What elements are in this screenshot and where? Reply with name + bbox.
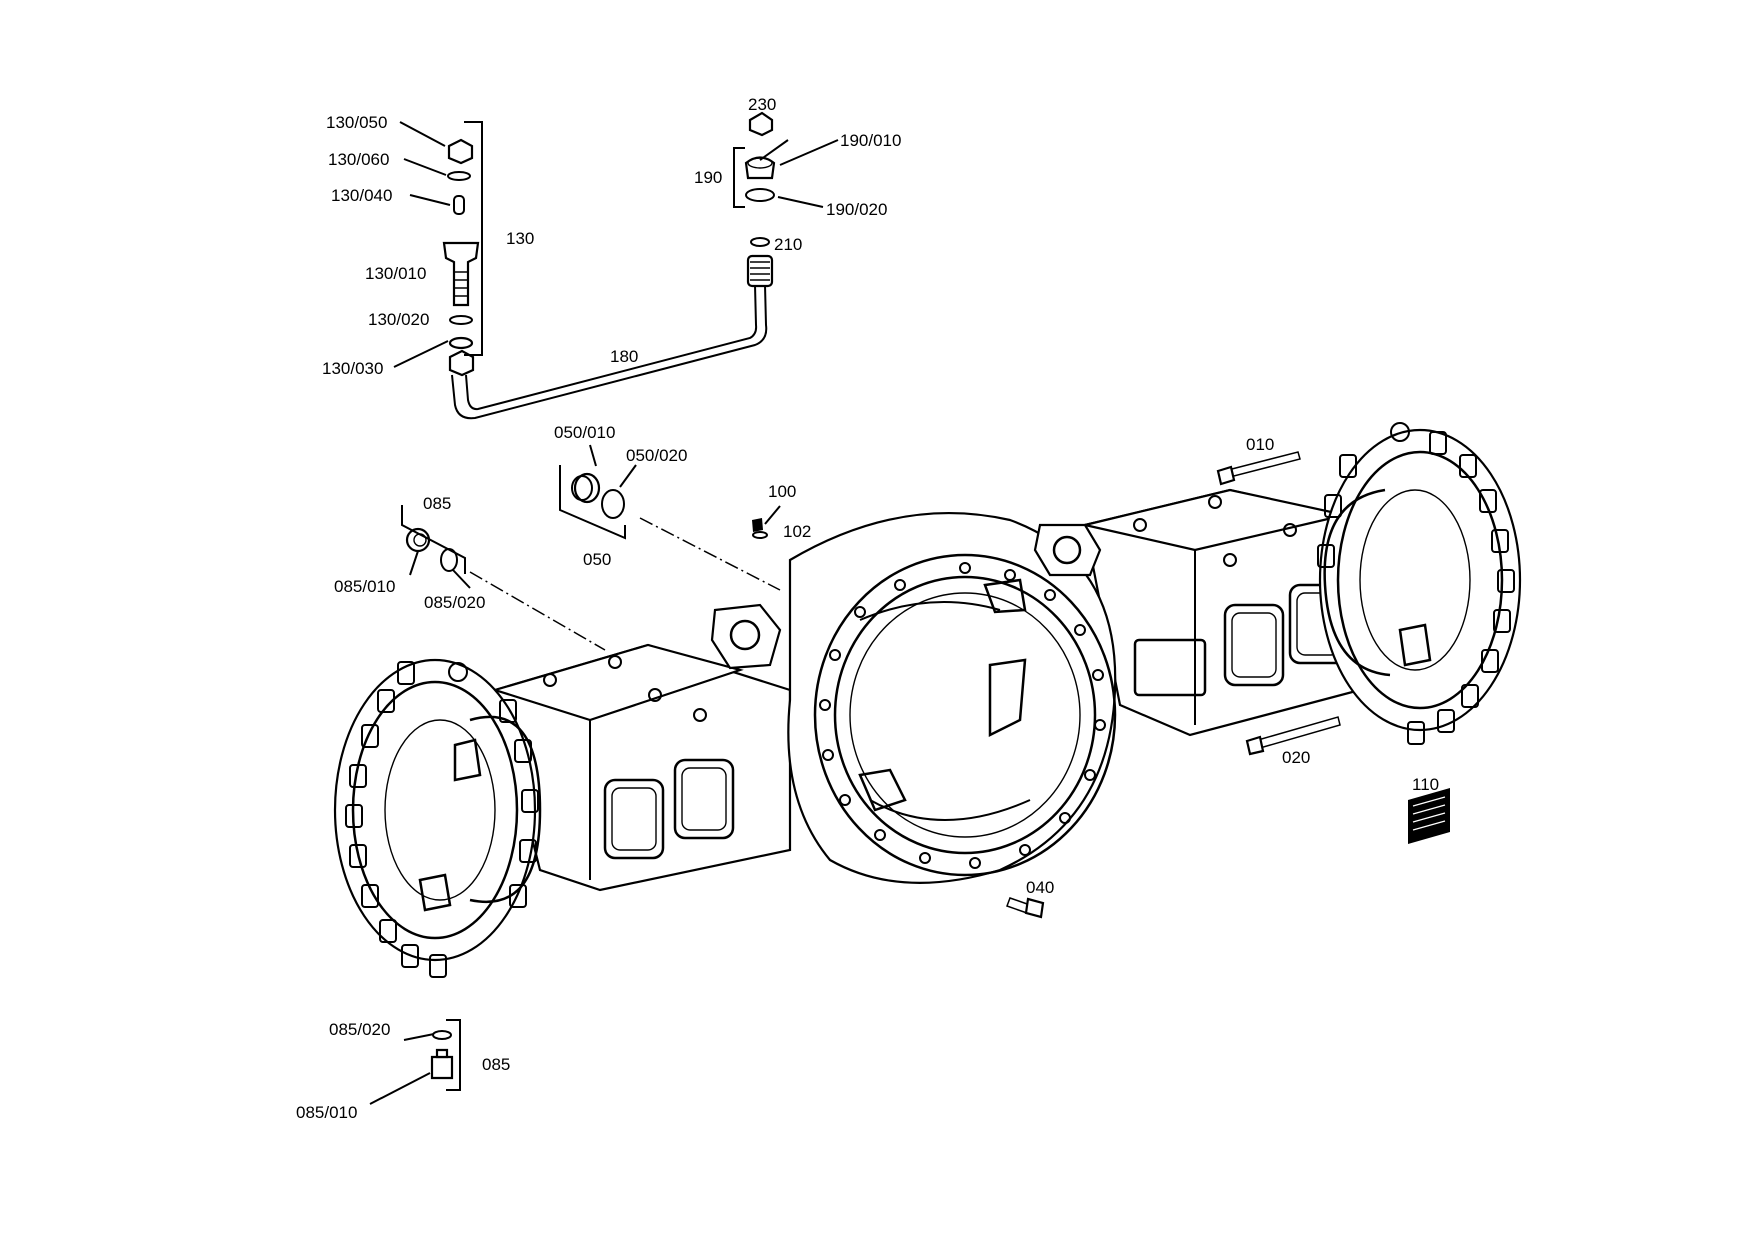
label-130-010: 130/010 — [365, 264, 426, 283]
banjo-housing — [710, 512, 1117, 884]
label-190: 190 — [694, 168, 722, 187]
label-130-050: 130/050 — [326, 113, 387, 132]
part-010-bolt — [1216, 451, 1301, 486]
label-020: 020 — [1282, 748, 1310, 767]
label-085: 085 — [423, 494, 451, 513]
label-130-020: 130/020 — [368, 310, 429, 329]
assembly-lines — [469, 517, 781, 651]
left-rim-teeth — [345, 661, 539, 978]
part-130-valve-assembly — [442, 121, 483, 377]
left-hub — [333, 658, 542, 978]
leader-lines — [369, 121, 839, 1105]
label-190-020: 190/020 — [826, 200, 887, 219]
label-050: 050 — [583, 550, 611, 569]
left-arm — [491, 643, 792, 892]
callout-labels: 130/050 130/060 130/040 130 130/010 130/… — [296, 95, 1439, 1122]
label-050-020: 050/020 — [626, 446, 687, 465]
label-010: 010 — [1246, 435, 1274, 454]
right-hub — [1317, 422, 1522, 745]
label-110: 110 — [1412, 775, 1439, 794]
label-130-040: 130/040 — [331, 186, 392, 205]
part-040-bolt — [1006, 897, 1045, 919]
label-180: 180 — [610, 347, 638, 366]
right-rim-teeth — [1317, 431, 1515, 745]
label-085-lower: 085 — [482, 1055, 510, 1074]
part-085-lower — [430, 1019, 461, 1091]
axle-housing — [333, 422, 1522, 978]
part-085-upper — [401, 505, 466, 574]
label-085-010-lower: 085/010 — [296, 1103, 357, 1122]
part-020-bolt — [1245, 716, 1341, 756]
label-130-060: 130/060 — [328, 150, 389, 169]
part-230-nut — [748, 111, 774, 137]
small-parts — [401, 111, 1450, 1091]
label-100: 100 — [768, 482, 796, 501]
label-230: 230 — [748, 95, 776, 114]
part-050-seal-kit — [559, 465, 626, 540]
part-100-plug — [752, 518, 768, 539]
label-050-010: 050/010 — [554, 423, 615, 442]
flange-bolt-holes — [819, 562, 1106, 869]
part-190-union — [733, 147, 776, 208]
part-110-nameplate — [1408, 788, 1450, 844]
label-210: 210 — [774, 235, 802, 254]
label-130-030: 130/030 — [322, 359, 383, 378]
label-085-020: 085/020 — [424, 593, 485, 612]
label-085-010: 085/010 — [334, 577, 395, 596]
part-210-fitting — [746, 237, 774, 288]
label-085-020-lower: 085/020 — [329, 1020, 390, 1039]
right-arm — [1083, 488, 1362, 737]
label-102: 102 — [783, 522, 811, 541]
label-130: 130 — [506, 229, 534, 248]
label-190-010: 190/010 — [840, 131, 901, 150]
label-040: 040 — [1026, 878, 1054, 897]
part-180-pipe — [451, 284, 768, 420]
